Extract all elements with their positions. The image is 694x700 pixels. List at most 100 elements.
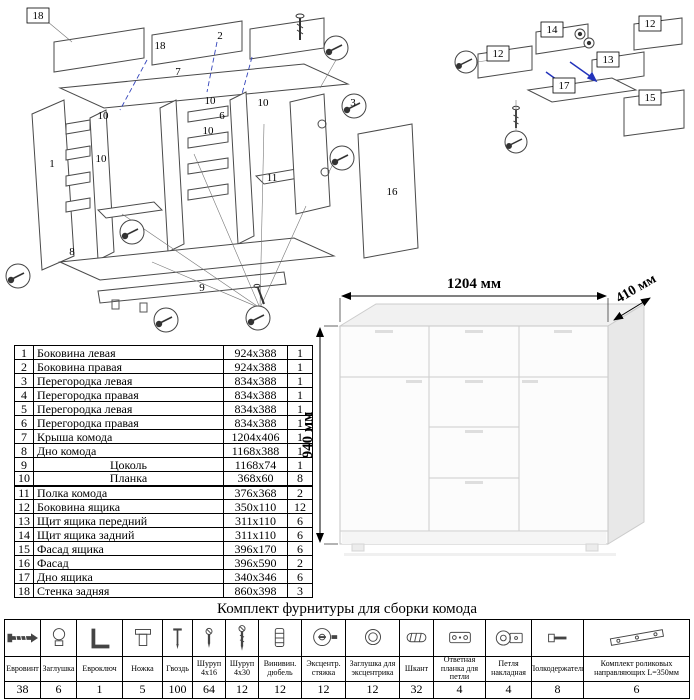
part-qty-cell: 1 [287,415,313,430]
hardware-item-qty: 1 [96,682,103,696]
hardware-item-qty: 12 [317,682,330,696]
part-name-cell: Боковина правая [33,359,224,374]
part-size-cell: 834x388 [223,387,288,402]
hardware-item-qty: 5 [139,682,146,696]
part-number-cell: 5 [14,401,34,416]
part-9-plinth-shape [97,271,287,304]
part-number-label: 15 [645,92,657,104]
nail-icon [163,620,192,657]
height-dimension-arrow [316,325,338,545]
part-number-cell: 7 [14,429,34,444]
part-number-cell: 1 [14,345,34,360]
part-size-cell: 1168x388 [223,443,288,458]
part-size-cell: 834x388 [223,373,288,388]
part-number-label: 12 [493,48,504,60]
part-qty-cell: 1 [287,457,313,472]
part-number-cell: 16 [14,555,34,570]
hardware-item-name: Эксцентр. стяжка [302,657,345,682]
hardware-item-qty: 6 [633,682,640,696]
part-qty-cell: 1 [287,443,313,458]
hardware-item-qty: 12 [366,682,379,696]
part-10-slat-shape [187,183,229,201]
part-qty-cell: 6 [287,527,313,542]
part-size-cell: 860x398 [223,583,288,598]
hardware-item-name: Заглушка для эксцентрика [346,657,399,682]
part-size-cell: 396x170 [223,541,288,556]
part-qty-cell: 1 [287,387,313,402]
part-10-slat-shape [65,145,91,161]
part-qty-cell: 2 [287,484,313,500]
part-number-label: 10 [258,97,270,109]
leg-shapes [111,299,148,313]
part-number-label: 7 [175,66,181,78]
part-number-cell: 12 [14,499,34,514]
hardware-item-qty: 38 [16,682,29,696]
part-number-cell: 15 [14,541,34,556]
part-size-cell: 924x388 [223,345,288,360]
part-number-label: 12 [645,18,656,30]
part-16-door-shape [289,93,331,215]
hardware-item-name: Петля накладная [486,657,531,682]
part-number-label: 13 [603,54,615,66]
part-number-cell: 9 [14,457,34,472]
hardware-item-name: Ответная планка для петли [434,657,485,682]
part-size-cell: 350x110 [223,499,288,514]
drawer-slide-icon [584,620,689,657]
hardware-item-qty: 12 [274,682,286,696]
part-17-drawer-bottom-shape [526,77,638,103]
hardware-item-qty: 100 [168,682,187,696]
hex-key-icon [77,620,122,657]
hardware-item-name: Шкант [400,657,433,682]
part-number-label: 18 [155,40,167,52]
part-number-cell: 2 [14,359,34,374]
partition-shape [89,109,115,261]
part-qty-cell: 6 [287,541,313,556]
part-number-label: 3 [350,97,356,109]
part-name-cell: Боковина левая [33,345,224,360]
part-18-back-panel-shape [249,17,325,60]
dowel-plastic-icon [259,620,301,657]
part-qty-cell: 6 [287,569,313,584]
hardware-item-qty: 12 [236,682,248,696]
part-size-cell: 1204x406 [223,429,288,444]
drawer-handles [375,330,572,484]
part-number-cell: 17 [14,569,34,584]
floor-shadow [344,553,616,556]
part-qty-cell: 1 [287,359,313,374]
hardware-item-qty: 6 [55,682,62,696]
part-number-label: 1 [49,158,55,170]
hardware-kit: Комплект фурнитуры для сборки комода Евр… [4,600,690,699]
part-number-label: 10 [98,110,110,122]
part-10-slat-shape [65,119,91,135]
part-name-cell: Полка комода [33,484,224,500]
confirmat-screw-icon [5,620,40,657]
hardware-item-qty: 4 [456,682,463,696]
hardware-item-qty: 64 [203,682,215,696]
part-number-cell: 13 [14,513,34,528]
part-number-cell: 11 [14,484,34,500]
part-10-slat-shape [187,105,229,123]
partition-shape [229,91,255,245]
part-number-cell: 6 [14,415,34,430]
part-number-label: 17 [559,80,571,92]
hardware-item-name: Комплект роликовых направляющих L=350мм [584,657,689,682]
